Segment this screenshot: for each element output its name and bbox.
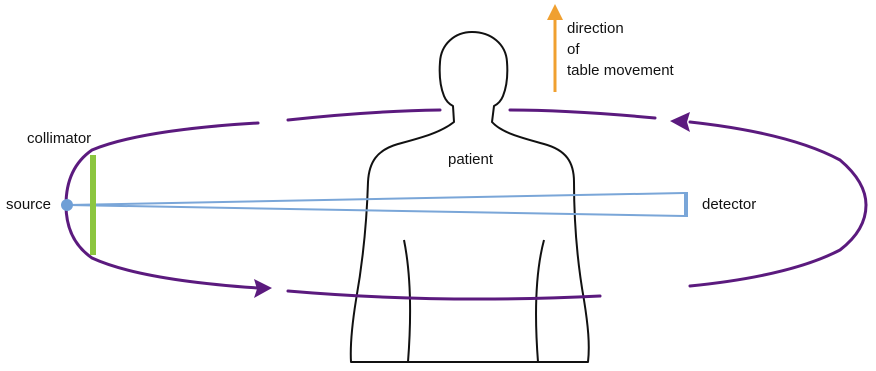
orbit-arc-top-mid: [288, 110, 440, 120]
collimator-bar: [90, 155, 96, 255]
orbit-arc-bottom-right: [690, 205, 866, 286]
table-movement-line-1: direction: [567, 18, 674, 39]
arrowhead-icon: [670, 112, 690, 132]
source-label: source: [6, 195, 51, 215]
collimator-label: collimator: [27, 129, 91, 149]
arrow-up-icon: [547, 4, 563, 92]
table-movement-line-2: of: [567, 39, 674, 60]
source-dot: [61, 199, 73, 211]
detector-label: detector: [702, 195, 756, 215]
orbit-arc-right-upper: [690, 122, 866, 205]
detector-bar: [684, 192, 688, 217]
table-movement-line-3: table movement: [567, 60, 674, 81]
patient-label: patient: [448, 150, 493, 170]
table-movement-label: direction of table movement: [567, 18, 674, 81]
orbit-arc-top-right: [510, 110, 655, 118]
